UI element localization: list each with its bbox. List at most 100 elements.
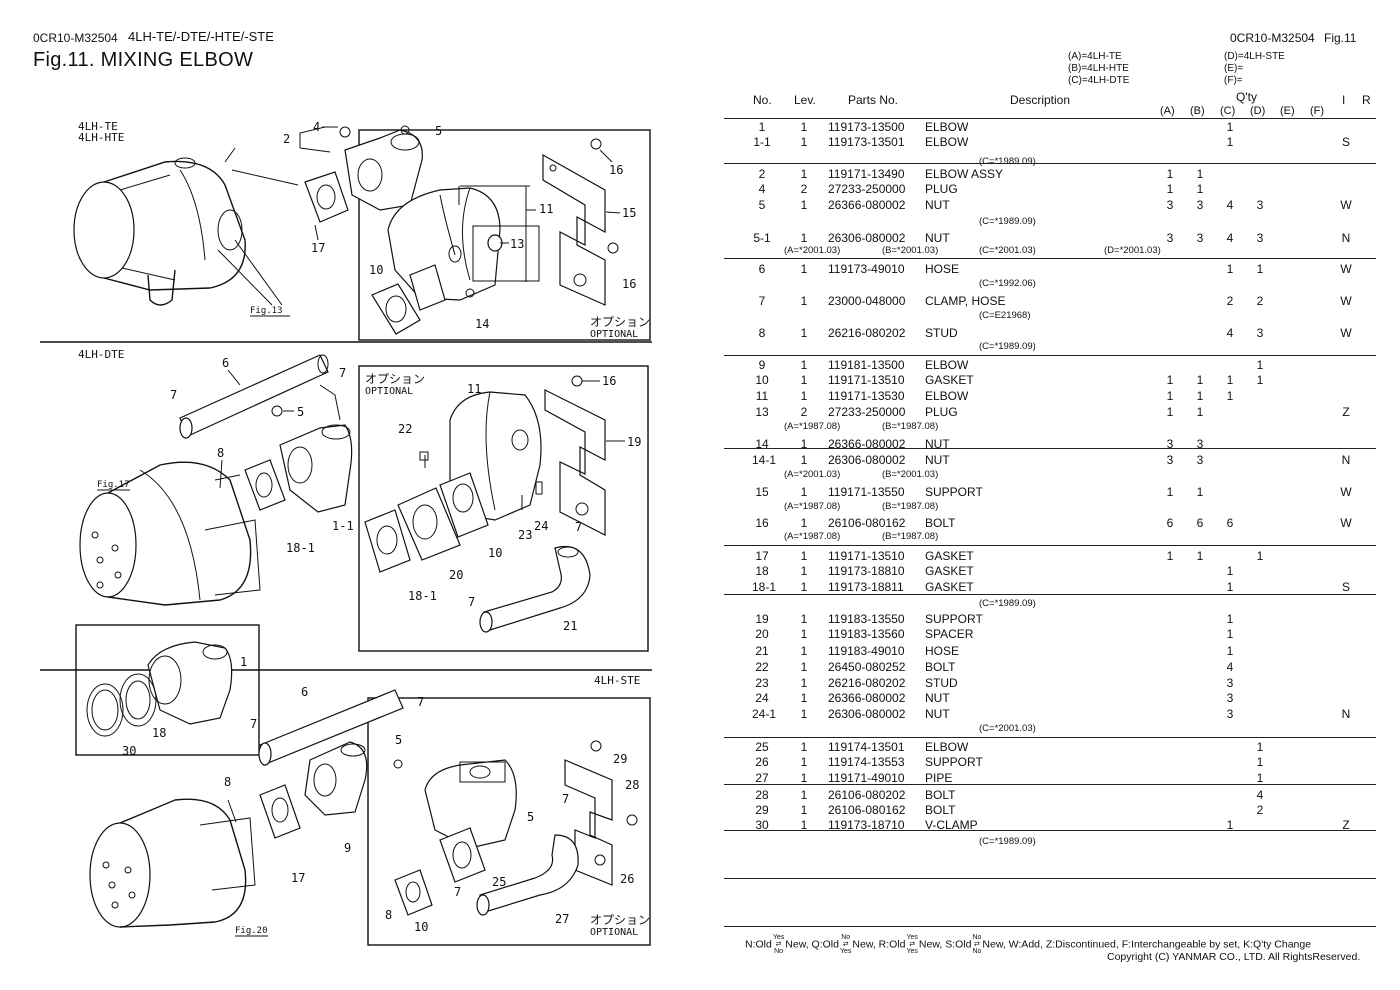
- row-qty-d: 2: [1256, 803, 1264, 817]
- row-lev: 1: [800, 691, 808, 705]
- row-part-no: 27233-250000: [828, 405, 906, 419]
- serial-note: (A=*1987.08): [784, 531, 841, 542]
- serial-note: (C=*1989.09): [979, 341, 1036, 352]
- row-separator: [724, 448, 1376, 449]
- row-part-no: 119171-13490: [828, 167, 905, 181]
- row-qty-d: 1: [1256, 755, 1264, 769]
- row-part-no: 119173-49010: [828, 262, 905, 276]
- row-no: 16: [755, 516, 769, 530]
- row-no: 2: [758, 167, 766, 181]
- footer-new: New,: [785, 938, 809, 951]
- row-description: NUT: [925, 707, 950, 721]
- row-separator: [724, 830, 1376, 831]
- callout-8c: 8: [385, 908, 392, 922]
- callout-5b: 5: [297, 405, 304, 419]
- row-qty-c: 1: [1226, 135, 1234, 149]
- footer-s-old: S:Old: [945, 938, 972, 951]
- row-no: 7: [758, 294, 766, 308]
- serial-note: (A=*1987.08): [784, 501, 841, 512]
- serial-note: (B=*1987.08): [882, 501, 939, 512]
- doc-code: 0CR10-M32504: [33, 31, 118, 45]
- row-no: 13: [755, 405, 769, 419]
- row-description: GASKET: [925, 580, 974, 594]
- row-part-no: 119171-13530: [828, 389, 905, 403]
- row-qty-a: 1: [1166, 167, 1174, 181]
- row-description: SUPPORT: [925, 755, 983, 769]
- row-qty-c: 1: [1226, 627, 1234, 641]
- row-lev: 1: [800, 358, 808, 372]
- row-qty-c: 4: [1226, 231, 1234, 245]
- optional-jp-3: オプション: [590, 913, 650, 927]
- legend-f: (F)=: [1224, 75, 1243, 86]
- row-lev: 1: [800, 660, 808, 674]
- row-part-no: 119183-13560: [828, 627, 905, 641]
- col-header-parts-no: Parts No.: [848, 93, 899, 107]
- row-separator: [724, 784, 1376, 785]
- serial-note: (C=*1989.09): [979, 216, 1036, 227]
- callout-16c: 16: [602, 374, 616, 388]
- row-qty-c: 4: [1226, 660, 1234, 674]
- row-qty-a: 3: [1166, 198, 1174, 212]
- row-interchange-code: W: [1340, 485, 1352, 499]
- row-qty-c: 1: [1226, 612, 1234, 626]
- row-interchange-code: N: [1341, 231, 1351, 245]
- row-qty-a: 1: [1166, 485, 1174, 499]
- detail-elbow: [86, 641, 233, 737]
- parts-table: No. Lev. Parts No. Description Q'ty I R …: [724, 0, 1376, 990]
- row-separator: [724, 878, 1376, 879]
- callout-17b: 17: [291, 871, 305, 885]
- col-header-lev: Lev.: [794, 93, 816, 107]
- row-qty-d: 3: [1256, 198, 1264, 212]
- row-no: 14-1: [752, 453, 777, 467]
- callout-20: 20: [449, 568, 463, 582]
- row-interchange-code: W: [1340, 262, 1352, 276]
- row-no: 20: [755, 627, 769, 641]
- row-description: GASKET: [925, 564, 974, 578]
- row-description: V-CLAMP: [925, 818, 978, 832]
- row-qty-c: 1: [1226, 564, 1234, 578]
- row-lev: 1: [800, 167, 808, 181]
- row-description: NUT: [925, 198, 950, 212]
- row-description: BOLT: [925, 516, 956, 530]
- row-no: 8: [758, 326, 766, 340]
- col-header-qty: Q'ty: [1236, 90, 1257, 104]
- col-header-qty-e: (E): [1280, 105, 1295, 117]
- row-part-no: 119174-13501: [828, 740, 905, 754]
- row-interchange-code: N: [1341, 707, 1351, 721]
- row-no: 19: [755, 612, 769, 626]
- row-no: 10: [755, 373, 769, 387]
- row-qty-a: 1: [1166, 373, 1174, 387]
- legend-c: (C)=4LH-DTE: [1068, 75, 1130, 86]
- row-qty-b: 3: [1196, 231, 1204, 245]
- callout-11b: 11: [467, 382, 481, 396]
- row-part-no: 26106-080202: [828, 788, 906, 802]
- callout-4: 4: [313, 120, 320, 134]
- row-description: STUD: [925, 326, 958, 340]
- row-interchange-code: W: [1340, 198, 1352, 212]
- row-qty-d: 1: [1256, 549, 1264, 563]
- row-description: SPACER: [925, 627, 974, 641]
- callout-21: 21: [563, 619, 577, 633]
- row-qty-a: 6: [1166, 516, 1174, 530]
- callout-7: 7: [339, 366, 346, 380]
- row-part-no: 119171-13510: [828, 373, 905, 387]
- row-part-no: 26106-080162: [828, 803, 906, 817]
- row-part-no: 119171-13510: [828, 549, 905, 563]
- label-4lh-te: 4LH-TE: [78, 120, 118, 133]
- callout-8: 8: [217, 446, 224, 460]
- col-header-no: No.: [753, 93, 772, 107]
- row-interchange-code: Z: [1342, 405, 1350, 419]
- callout-24: 24: [534, 519, 548, 533]
- row-part-no: 26306-080002: [828, 453, 906, 467]
- row-qty-b: 3: [1196, 198, 1204, 212]
- row-description: BOLT: [925, 803, 956, 817]
- row-qty-a: 3: [1166, 437, 1174, 451]
- yes-yes-arrow-icon: Yes⇄Yes: [906, 934, 918, 955]
- row-lev: 1: [800, 453, 808, 467]
- row-separator: [724, 926, 1376, 927]
- row-part-no: 119173-13501: [828, 135, 905, 149]
- callout-7c: 7: [575, 520, 582, 534]
- row-qty-d: 4: [1256, 788, 1264, 802]
- label-4lh-dte: 4LH-DTE: [78, 348, 124, 361]
